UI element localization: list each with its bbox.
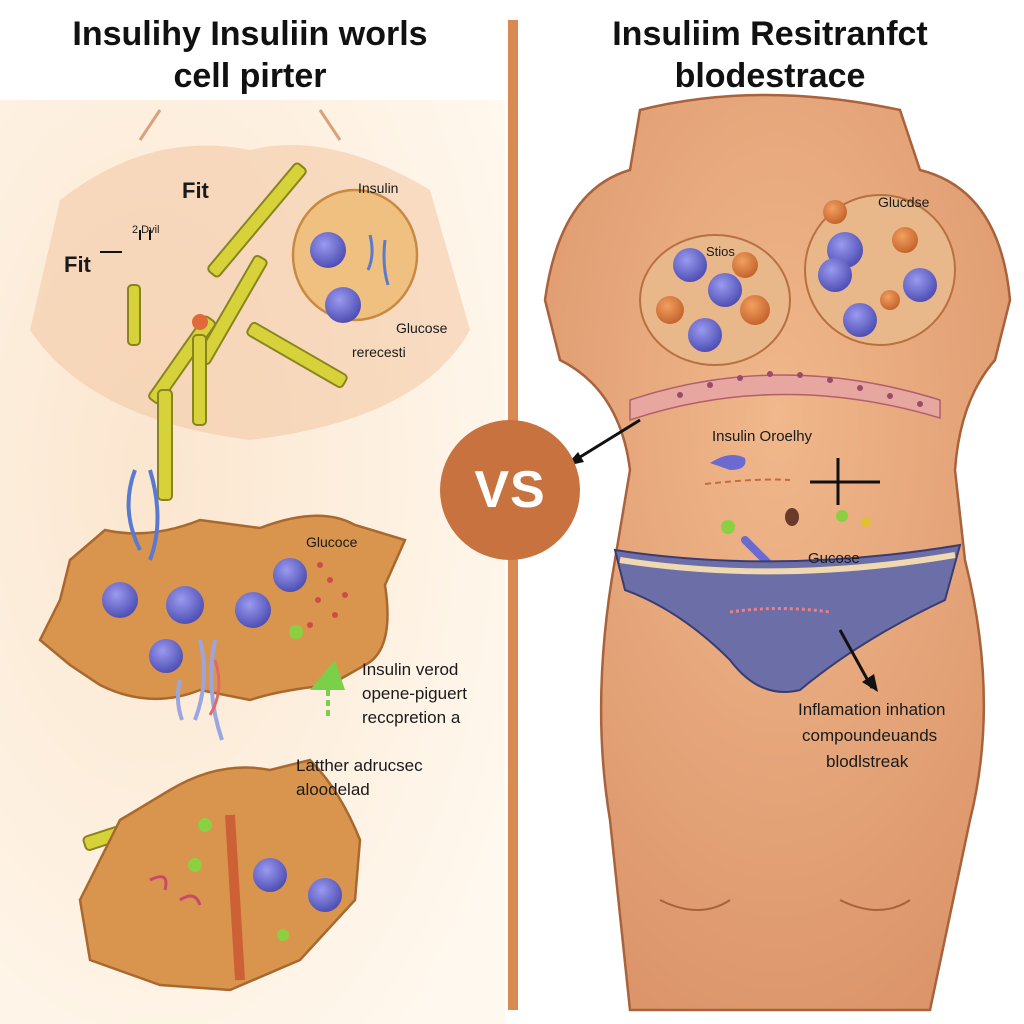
label-fit-left: Fit <box>64 252 91 277</box>
glucose-dot-icon <box>289 625 303 639</box>
cell-nucleus-icon <box>310 232 346 268</box>
cell-middle <box>38 514 407 702</box>
right-title-line2: blodestrace <box>674 57 866 95</box>
label-latter-2: aloodelad <box>296 780 370 799</box>
vs-badge: VS <box>440 420 580 560</box>
label-insulin-note-3: reccpretion a <box>362 708 461 727</box>
left-title-line1: Insulihy Insuliin worls <box>72 15 428 53</box>
label-inflammation-3: blodlstreak <box>826 752 909 771</box>
label-latter-1: Latther adrucsec <box>296 756 423 775</box>
cell-top <box>291 188 419 322</box>
label-glucose-cell: Glucoce <box>306 534 358 550</box>
label-insulin-note-2: opene-piguert <box>362 684 467 703</box>
label-inflammation-2: compoundeuands <box>802 726 938 745</box>
label-fit-top: Fit <box>182 178 209 203</box>
label-insulin: Insulin <box>358 180 399 196</box>
label-glucose-mid: Gucose <box>808 550 860 567</box>
right-body <box>543 93 1012 1012</box>
underwear <box>613 543 962 693</box>
cross-icon <box>810 458 880 505</box>
arrow-icon <box>838 629 874 689</box>
right-title-line1: Insuliim Resitranfct <box>612 15 928 53</box>
left-title-line2: cell pirter <box>173 57 327 95</box>
label-glucose: Glucose <box>396 320 448 336</box>
label-receptor: rerecesti <box>352 344 406 360</box>
label-insulin-obesity: Insulin Oroelhy <box>712 428 813 445</box>
label-insulin-note-1: Insulin verod <box>362 660 459 679</box>
label-glucose-top: Glucdse <box>878 194 930 210</box>
cell-bottom <box>78 758 362 992</box>
label-small-note: 2 Dvil <box>132 224 160 236</box>
label-stios: Stios <box>706 244 735 259</box>
label-inflammation-1: Inflamation inhation <box>798 700 946 719</box>
